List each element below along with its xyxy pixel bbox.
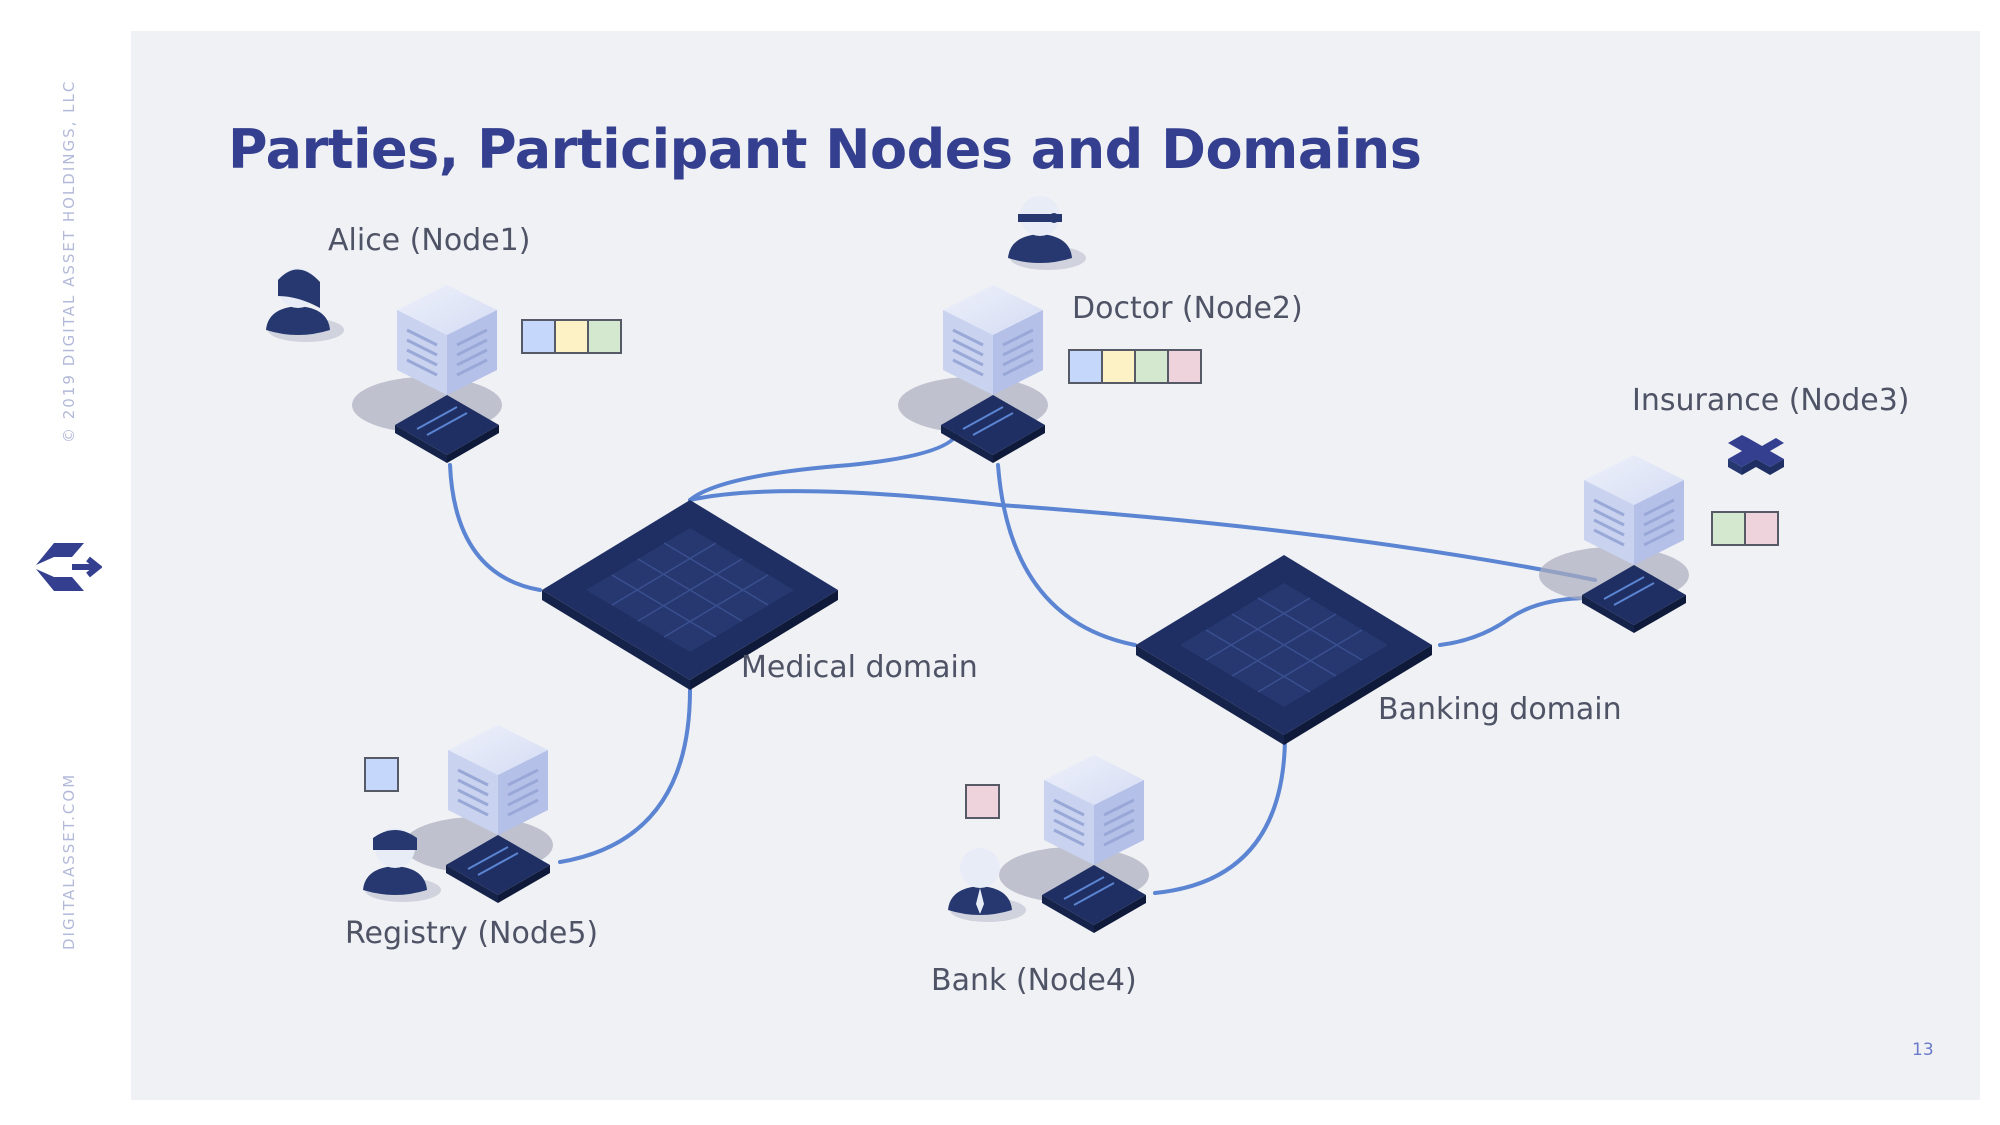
alice-contracts [521,319,622,354]
doctor-node-label: Doctor (Node2) [1072,291,1303,326]
registry-contract-box [364,757,399,792]
insurance-contracts [1711,511,1779,546]
connection-insurance-medical [688,489,1597,582]
slide-title: Parties, Participant Nodes and Domains [228,118,1422,181]
alice-contract-box [521,319,556,354]
alice-node-label: Alice (Node1) [328,223,531,258]
man-avatar-icon [948,848,1026,922]
woman-avatar-icon [266,268,344,342]
page-number: 13 [1912,1040,1934,1060]
doctor-contracts [1068,349,1202,384]
doctor-contract-box [1167,349,1202,384]
alice-server-icon [350,283,504,465]
connection-doctor-banking [996,463,1137,647]
insurance-contract-box [1711,511,1746,546]
doctor-contract-box [1101,349,1136,384]
doctor-contract-box [1068,349,1103,384]
alice-contract-box [554,319,589,354]
doctor-avatar-icon [1008,196,1086,270]
alice-contract-box [587,319,622,354]
connection-registry-medical [558,688,692,864]
medical-cross-icon [1728,435,1784,475]
insurance-server-icon [1537,453,1691,635]
insurance-contract-box [1744,511,1779,546]
bank-node-label: Bank (Node4) [931,963,1137,998]
connection-bank-banking [1153,733,1287,895]
connection-alice-medical [448,463,542,592]
medical-domain-label: Medical domain [741,650,978,685]
nurse-avatar-icon [363,828,441,902]
bank-contracts [965,784,1000,819]
registry-server-icon [401,723,555,905]
banking-domain-label: Banking domain [1378,692,1622,727]
doctor-contract-box [1134,349,1169,384]
insurance-node-label: Insurance (Node3) [1632,383,1910,418]
doctor-server-icon [896,283,1050,465]
registry-contracts [364,757,399,792]
registry-node-label: Registry (Node5) [345,916,599,951]
bank-contract-box [965,784,1000,819]
connection-doctor-medical [688,430,960,502]
connection-insurance-banking [1438,596,1592,647]
digital-asset-logo-icon [36,543,102,591]
